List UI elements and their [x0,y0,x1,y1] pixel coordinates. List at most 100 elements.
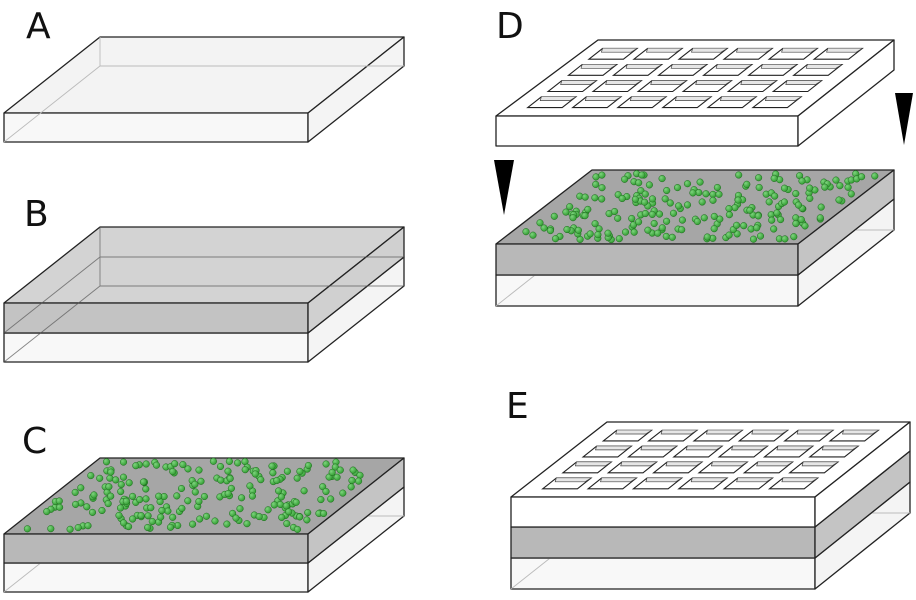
wells [541,429,880,490]
cell-dot [83,503,91,511]
well-inner-wall [781,48,818,53]
cell-dot [821,183,829,191]
well-inner-wall [719,96,757,101]
cell-dot [77,484,85,492]
well-inner-wall [764,96,802,101]
cell-dot [806,194,814,202]
well-inner-wall [615,430,652,435]
cell-dot [98,506,106,515]
gray-gel-layer [3,457,405,564]
cell-dot [158,506,166,515]
cell-dot [591,194,599,202]
cell-dot [695,189,703,197]
cell-dot [169,467,177,476]
cell-dot [115,511,123,519]
cell-dot [43,508,51,516]
cell-dot [195,497,203,506]
cell-dot [641,198,649,206]
cell-dot [322,460,330,468]
cell-dot [592,173,600,181]
panel-label-e: E [506,386,529,427]
cell-dot [142,485,150,493]
cell-dot [591,220,599,228]
cell-dot [148,517,156,526]
cell-dot [801,222,809,230]
cell-dot [797,216,805,224]
cell-dot [293,474,301,482]
cell-dot [581,212,589,220]
cell-dot [142,460,150,468]
cell-dot [226,474,234,483]
cell-dot [241,466,249,474]
cell-dot [816,214,824,222]
cell-dot [177,484,186,493]
cell-dot [243,520,251,528]
cell-dot [621,228,630,236]
cell-dot [347,483,355,491]
cell-dot [794,201,803,209]
cell-dot [71,488,79,496]
cell-dot [56,503,64,511]
cell-dot [628,214,636,223]
well-inner-wall [740,80,777,85]
cell-dot [598,171,606,179]
well-inner-wall [560,80,597,85]
well-inner-wall [705,430,743,435]
cell-dot [683,201,692,209]
cell-dot [709,190,717,198]
cell-dot [754,212,762,220]
well-inner-wall [805,64,843,69]
cell-dot [780,184,789,192]
cell-dot [586,230,594,238]
cell-dot [117,480,125,489]
cell-dot [698,198,706,206]
cell-dot [246,482,254,490]
well-inner-wall [595,445,632,451]
cell-dot [171,460,179,468]
cell-dot [584,205,592,213]
cell-dot [871,172,879,180]
cell-dot [55,497,63,505]
cell-dot [178,504,186,512]
well-inner-wall [821,445,859,451]
cell-dot [638,171,646,179]
cell-dot [844,183,852,191]
cell-dot [169,513,177,521]
well-inner-wall [781,477,818,483]
cell-dot [790,233,798,241]
cell-dot [191,488,199,496]
cell-dot [644,226,652,234]
well-inner-wall [665,461,703,467]
cell-dot [683,180,692,188]
cell-dot [753,224,761,232]
panel-a: A [3,6,405,143]
cell-dot [142,495,150,503]
cell-dot [835,196,843,204]
cell-dot [661,195,669,203]
cell-dot [197,477,205,485]
cell-dot [817,203,825,211]
cell-dot [550,212,558,220]
cell-dot [292,498,300,506]
cell-dot [105,483,113,491]
cell-dot [858,173,866,181]
cell-dot [112,476,120,484]
panel-e: E [506,386,911,590]
cell-dot [669,209,678,217]
cell-dot [768,216,776,224]
cell-dot [666,199,674,207]
well-inner-wall [620,461,657,467]
cell-dot [631,195,639,203]
well-grid-frame [510,421,911,528]
cell-dot [522,228,530,236]
cell-dot [23,525,31,533]
cell-dot [735,171,743,179]
cell-dot [765,198,773,206]
cell-dot [710,212,718,220]
cell-dot [668,233,676,241]
panel-b: B [3,194,405,363]
cell-dot [725,231,733,239]
panel-c: C [3,421,405,593]
cell-dot [551,235,560,243]
cell-dots [23,457,364,533]
